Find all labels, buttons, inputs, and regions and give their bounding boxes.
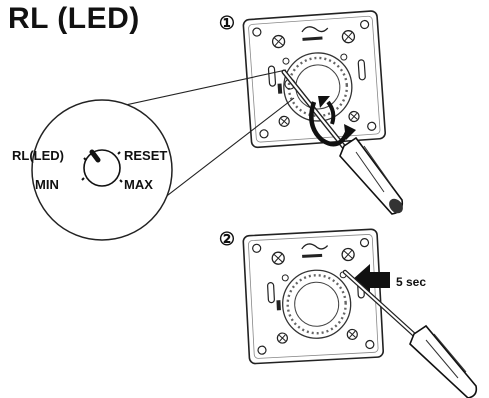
- svg-text:②: ②: [219, 229, 235, 249]
- page-title: RL (LED): [8, 2, 140, 35]
- dial-label-max: MAX: [124, 177, 153, 192]
- press-duration-label: 5 sec: [396, 275, 426, 289]
- svg-text:①: ①: [219, 13, 235, 33]
- dial-label-min: MIN: [35, 177, 59, 192]
- step-1-number: ①: [219, 13, 235, 33]
- zoom-line-top: [111, 69, 287, 109]
- step-2-plate: [241, 227, 385, 366]
- screwdriver-icon: [281, 69, 404, 215]
- dial-knob: [81, 149, 123, 187]
- dial-label-reset: RESET: [124, 148, 167, 163]
- step-2-number: ②: [219, 229, 235, 249]
- dial-label-rl-led: RL(LED): [12, 148, 64, 163]
- rotate-arrow-icon: [309, 96, 356, 147]
